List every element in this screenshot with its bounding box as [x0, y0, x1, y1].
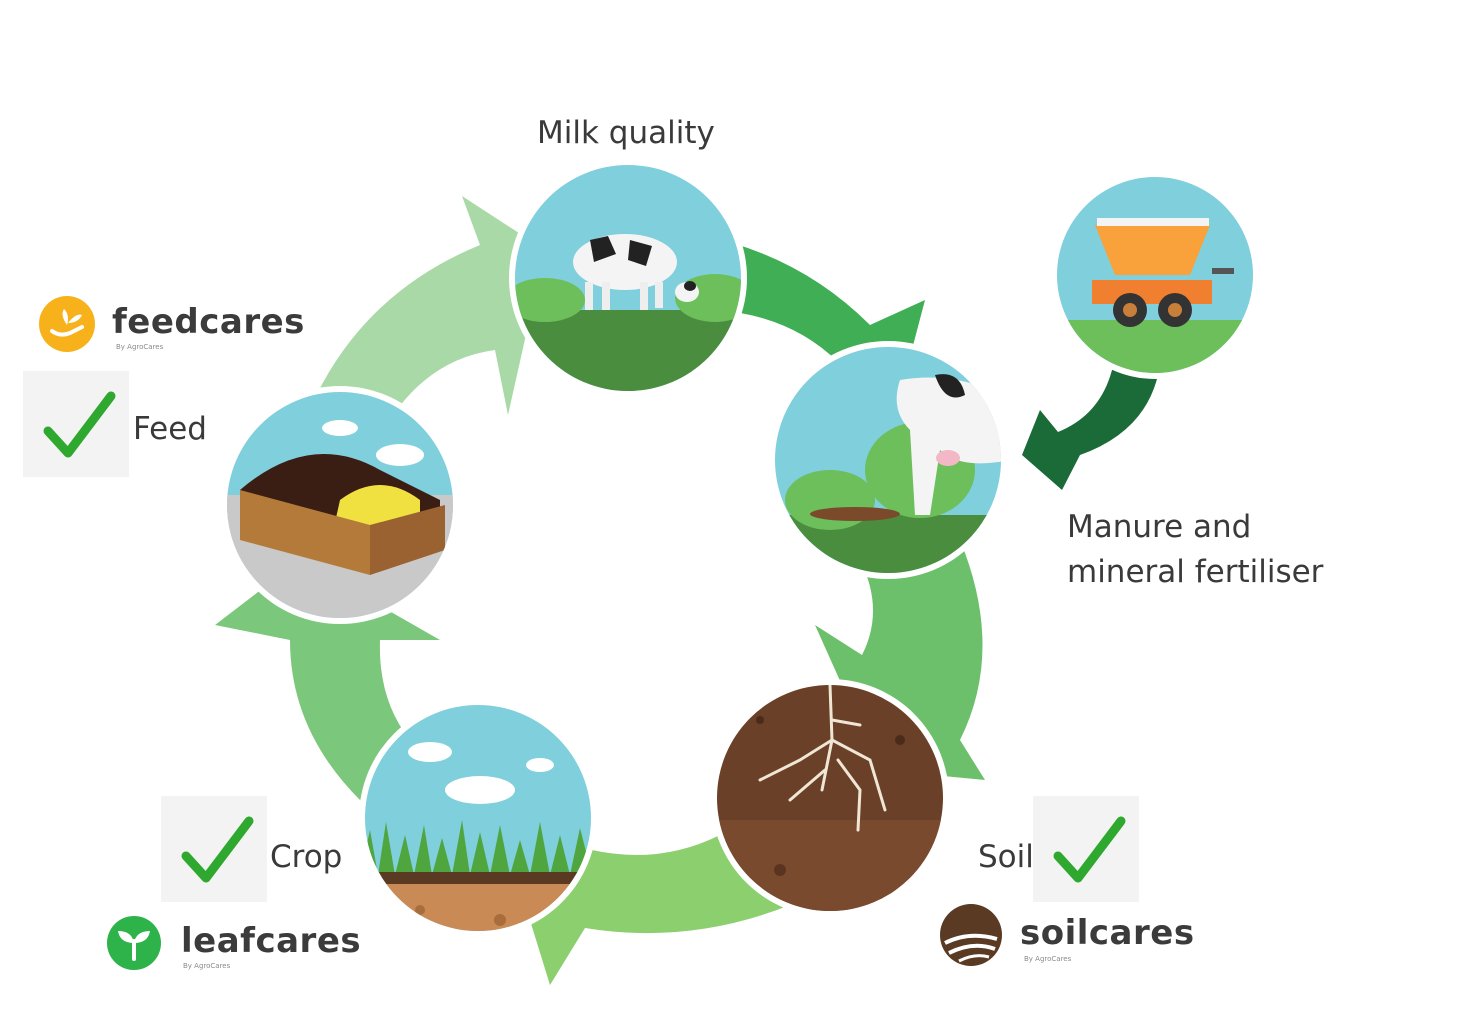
feedcares-logo-icon: [39, 296, 95, 352]
arrow-crop-to-feed: [215, 560, 440, 800]
cow-icon: [573, 234, 699, 310]
stage-spreader-image: [1051, 171, 1259, 379]
stage-manure-image: [769, 341, 1007, 579]
feed-check: [23, 371, 129, 477]
check-icon: [43, 391, 116, 458]
leafcares-name: leafcares: [181, 921, 362, 961]
soilcares-tagline: By AgroCares: [1024, 955, 1072, 963]
label-manure-line2: mineral fertiliser: [1067, 554, 1324, 590]
soilcares-name: soilcares: [1020, 913, 1195, 953]
soil-check: [1033, 796, 1139, 902]
check-icon: [181, 816, 254, 883]
label-milk-quality: Milk quality: [537, 115, 715, 151]
grass-icon: [365, 820, 591, 875]
stage-milk-quality-image: [509, 159, 747, 397]
leafcares-tagline: By AgroCares: [183, 962, 231, 970]
label-crop: Crop: [270, 839, 343, 875]
label-soil: Soil: [978, 839, 1034, 875]
arrow-spreader-to-manure: [1022, 365, 1160, 490]
label-feed: Feed: [133, 411, 207, 447]
roots-icon: [758, 685, 887, 832]
spreader-icon: [1092, 218, 1234, 327]
silage-icon: [240, 454, 445, 575]
feedcares-name: feedcares: [112, 302, 305, 342]
cycle-arrows: [215, 196, 1160, 985]
check-icon: [1053, 816, 1126, 883]
label-manure-line1: Manure and: [1067, 509, 1252, 545]
stage-feed-image: [221, 386, 459, 624]
soilcares-logo-icon: [940, 904, 1002, 966]
feedcares-tagline: By AgroCares: [116, 343, 164, 351]
arrow-manure-to-soil: [815, 540, 985, 780]
crop-check: [161, 796, 267, 902]
stage-crop-image: [359, 699, 597, 937]
leafcares-logo-icon: [107, 916, 161, 970]
arrow-feed-to-milk: [318, 196, 545, 440]
